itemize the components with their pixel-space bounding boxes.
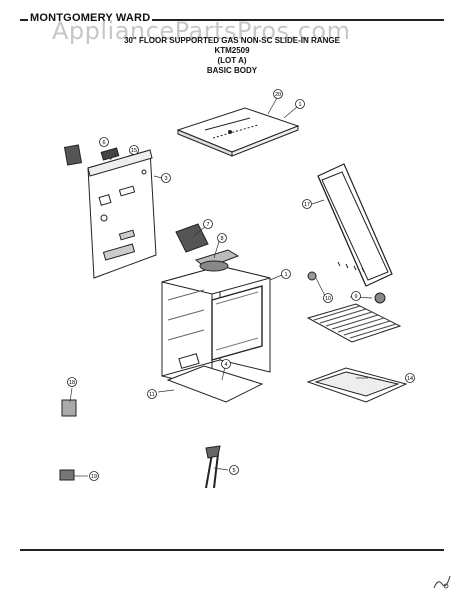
callout-6: 6 xyxy=(99,137,109,147)
callout-7: 7 xyxy=(203,219,213,229)
model-number: KTM2509 xyxy=(214,46,250,55)
svg-text:8: 8 xyxy=(220,236,223,242)
oven-rack xyxy=(306,303,402,343)
corner-signature-mark xyxy=(433,575,451,589)
svg-text:20: 20 xyxy=(275,92,281,98)
callout-15: 15 xyxy=(129,145,139,155)
callout-14: 14 xyxy=(405,373,415,383)
callout-11: 11 xyxy=(147,389,157,399)
callout-5: 5 xyxy=(229,465,239,475)
oven-door xyxy=(317,163,393,287)
back-panel xyxy=(87,149,157,279)
svg-text:1: 1 xyxy=(284,272,287,278)
callout-18: 18 xyxy=(67,377,77,387)
lot-label: (LOT A) xyxy=(217,56,247,65)
callout-1-top: 1 xyxy=(295,99,305,109)
diagram-title: 30" FLOOR SUPPORTED GAS NON-SC SLIDE-IN … xyxy=(124,36,340,45)
svg-text:4: 4 xyxy=(224,362,227,368)
svg-text:9: 9 xyxy=(354,294,357,300)
brand-label: MONTGOMERY WARD xyxy=(28,12,153,24)
svg-text:14: 14 xyxy=(407,376,413,382)
svg-text:11: 11 xyxy=(149,392,155,398)
svg-text:6: 6 xyxy=(102,140,105,146)
svg-text:1: 1 xyxy=(298,102,301,108)
cooktop-panel xyxy=(176,107,300,157)
svg-text:18: 18 xyxy=(69,380,75,386)
callout-10: 10 xyxy=(323,293,333,303)
svg-text:19: 19 xyxy=(91,474,97,480)
svg-text:17: 17 xyxy=(304,202,310,208)
svg-text:3: 3 xyxy=(164,176,167,182)
svg-text:5: 5 xyxy=(232,468,235,474)
bracket-left xyxy=(63,144,120,166)
callout-1-body: 1 xyxy=(281,269,291,279)
svg-text:10: 10 xyxy=(325,296,331,302)
section-label: BASIC BODY xyxy=(206,66,258,75)
callouts: 20 1 6 15 3 7 8 1 xyxy=(67,89,415,481)
broiler-pan xyxy=(306,367,408,403)
callout-9: 9 xyxy=(351,291,361,301)
header-top-rule xyxy=(20,19,444,21)
burner-rod xyxy=(205,445,221,489)
label-bracket xyxy=(59,469,75,481)
callout-8: 8 xyxy=(217,233,227,243)
svg-text:7: 7 xyxy=(206,222,209,228)
base-plate xyxy=(166,365,264,403)
control-switch xyxy=(61,399,77,417)
callout-19: 19 xyxy=(89,471,99,481)
footer-rule xyxy=(20,549,444,551)
callout-4: 4 xyxy=(221,359,231,369)
leveling-leg xyxy=(307,271,386,304)
callout-20: 20 xyxy=(273,89,283,99)
burner-box xyxy=(194,249,240,272)
range-body xyxy=(161,265,271,389)
callout-3: 3 xyxy=(161,173,171,183)
svg-text:15: 15 xyxy=(131,148,137,154)
callout-17: 17 xyxy=(302,199,312,209)
